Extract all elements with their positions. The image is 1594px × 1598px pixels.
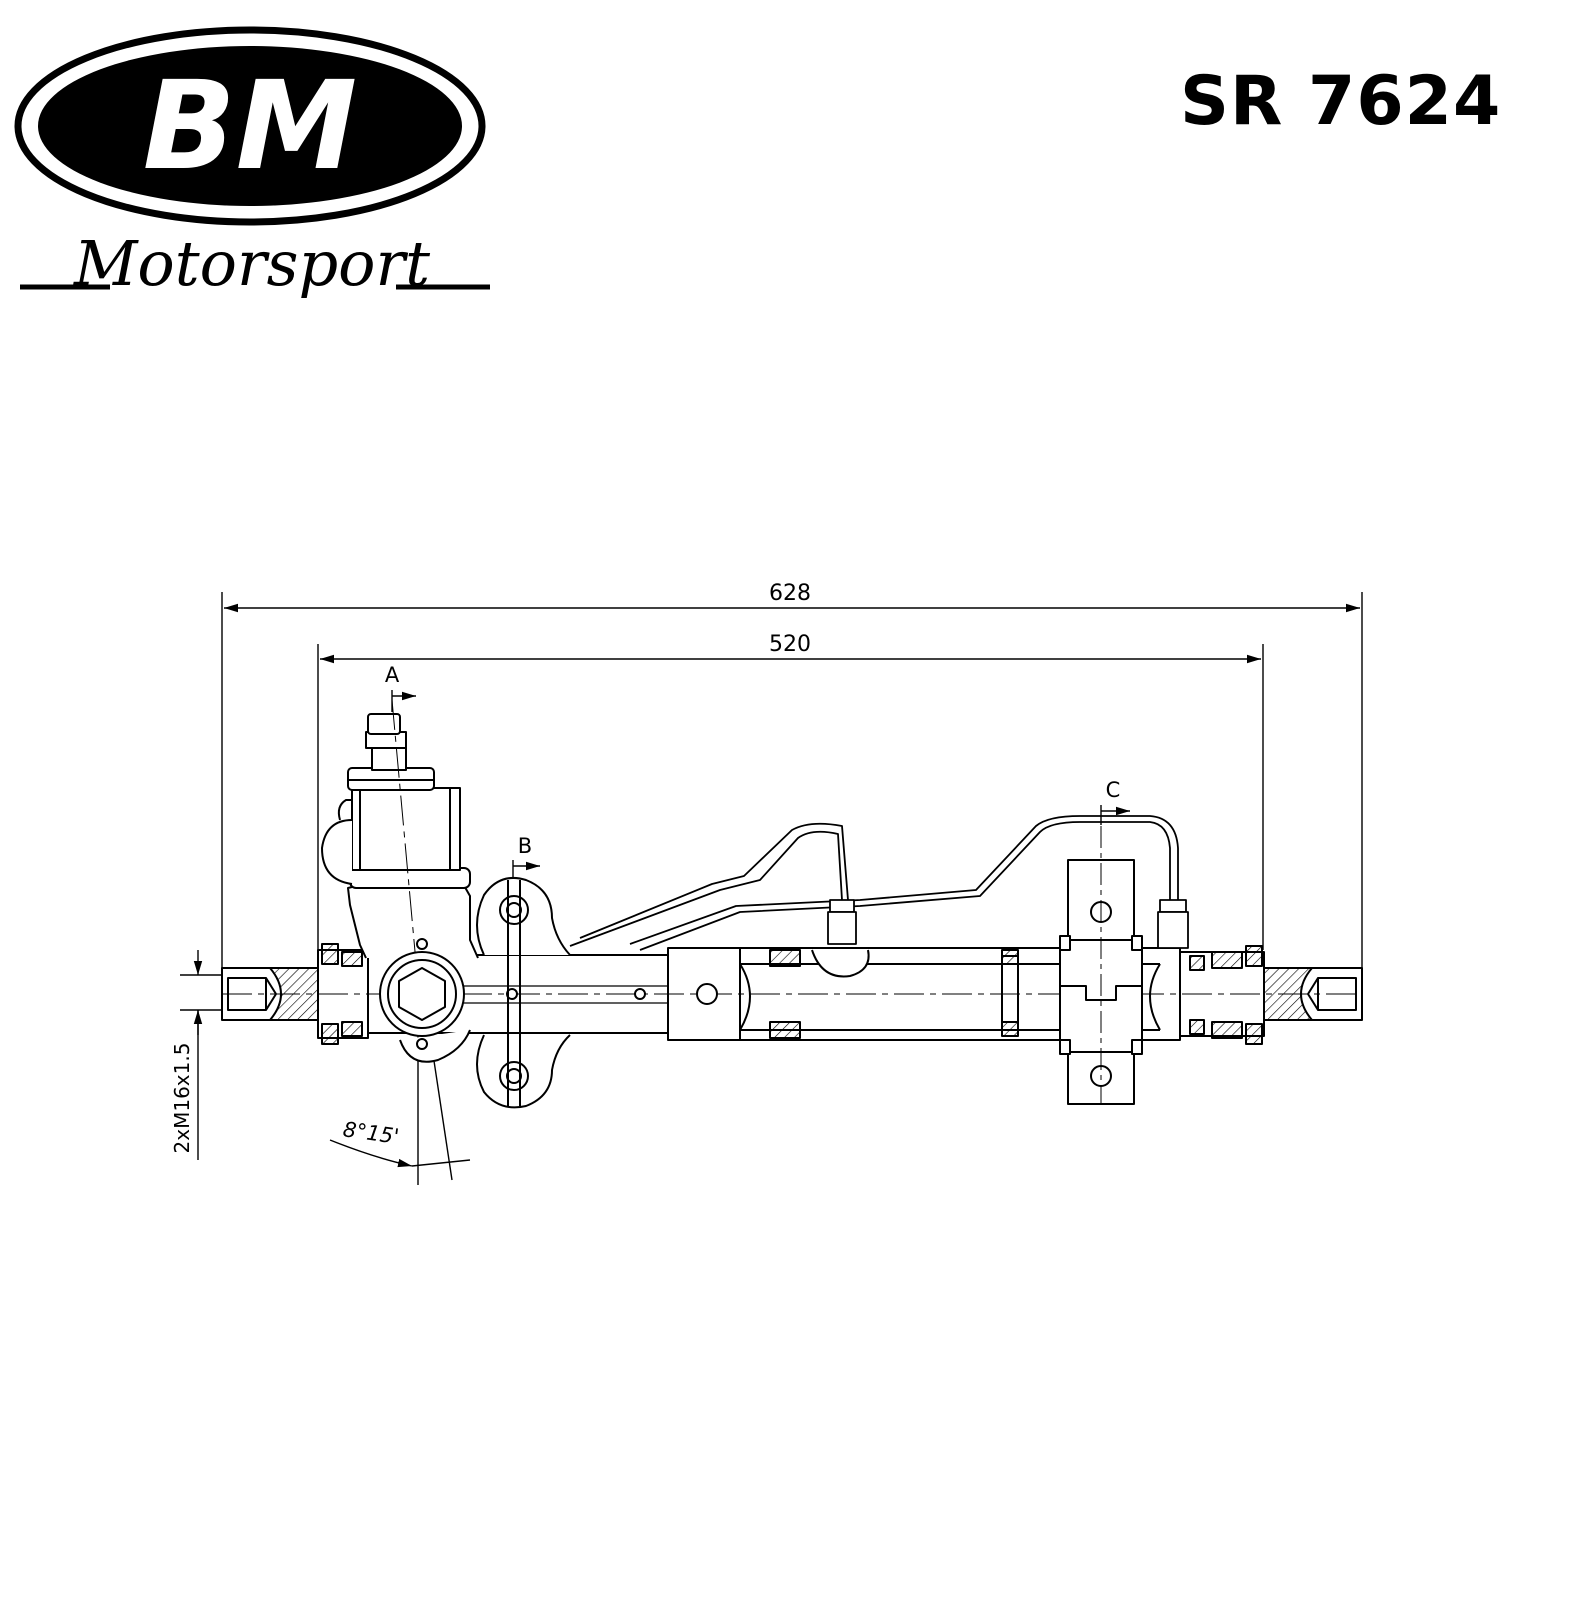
dim-mount-length: 520 <box>769 632 811 657</box>
brand-logo: BM Motorsport <box>14 26 490 300</box>
dim-overall-length: 628 <box>769 581 811 606</box>
left-mount-bracket <box>476 876 571 1109</box>
logo-outer-ellipse <box>14 26 486 226</box>
logo-text: BM <box>143 55 357 197</box>
section-label-a: A <box>385 663 400 687</box>
logo-subtext: Motorsport <box>73 227 430 300</box>
right-seal <box>1179 945 1265 1045</box>
hydraulic-lines <box>569 815 1189 951</box>
section-marks <box>391 690 1130 880</box>
section-label-b: B <box>518 834 532 858</box>
dim-thread: 2xM16x1.5 <box>170 1043 194 1154</box>
steering-rack <box>221 699 1363 1109</box>
section-label-c: C <box>1106 778 1121 802</box>
right-mount-clamp <box>1059 826 1143 1105</box>
dimension-lines <box>180 592 1363 1160</box>
pinion-valve-body <box>321 699 479 1063</box>
part-number: SR 7624 <box>1180 62 1502 141</box>
logo-inner-ellipse <box>38 46 462 206</box>
dim-angle: 8°15' <box>341 1117 400 1149</box>
